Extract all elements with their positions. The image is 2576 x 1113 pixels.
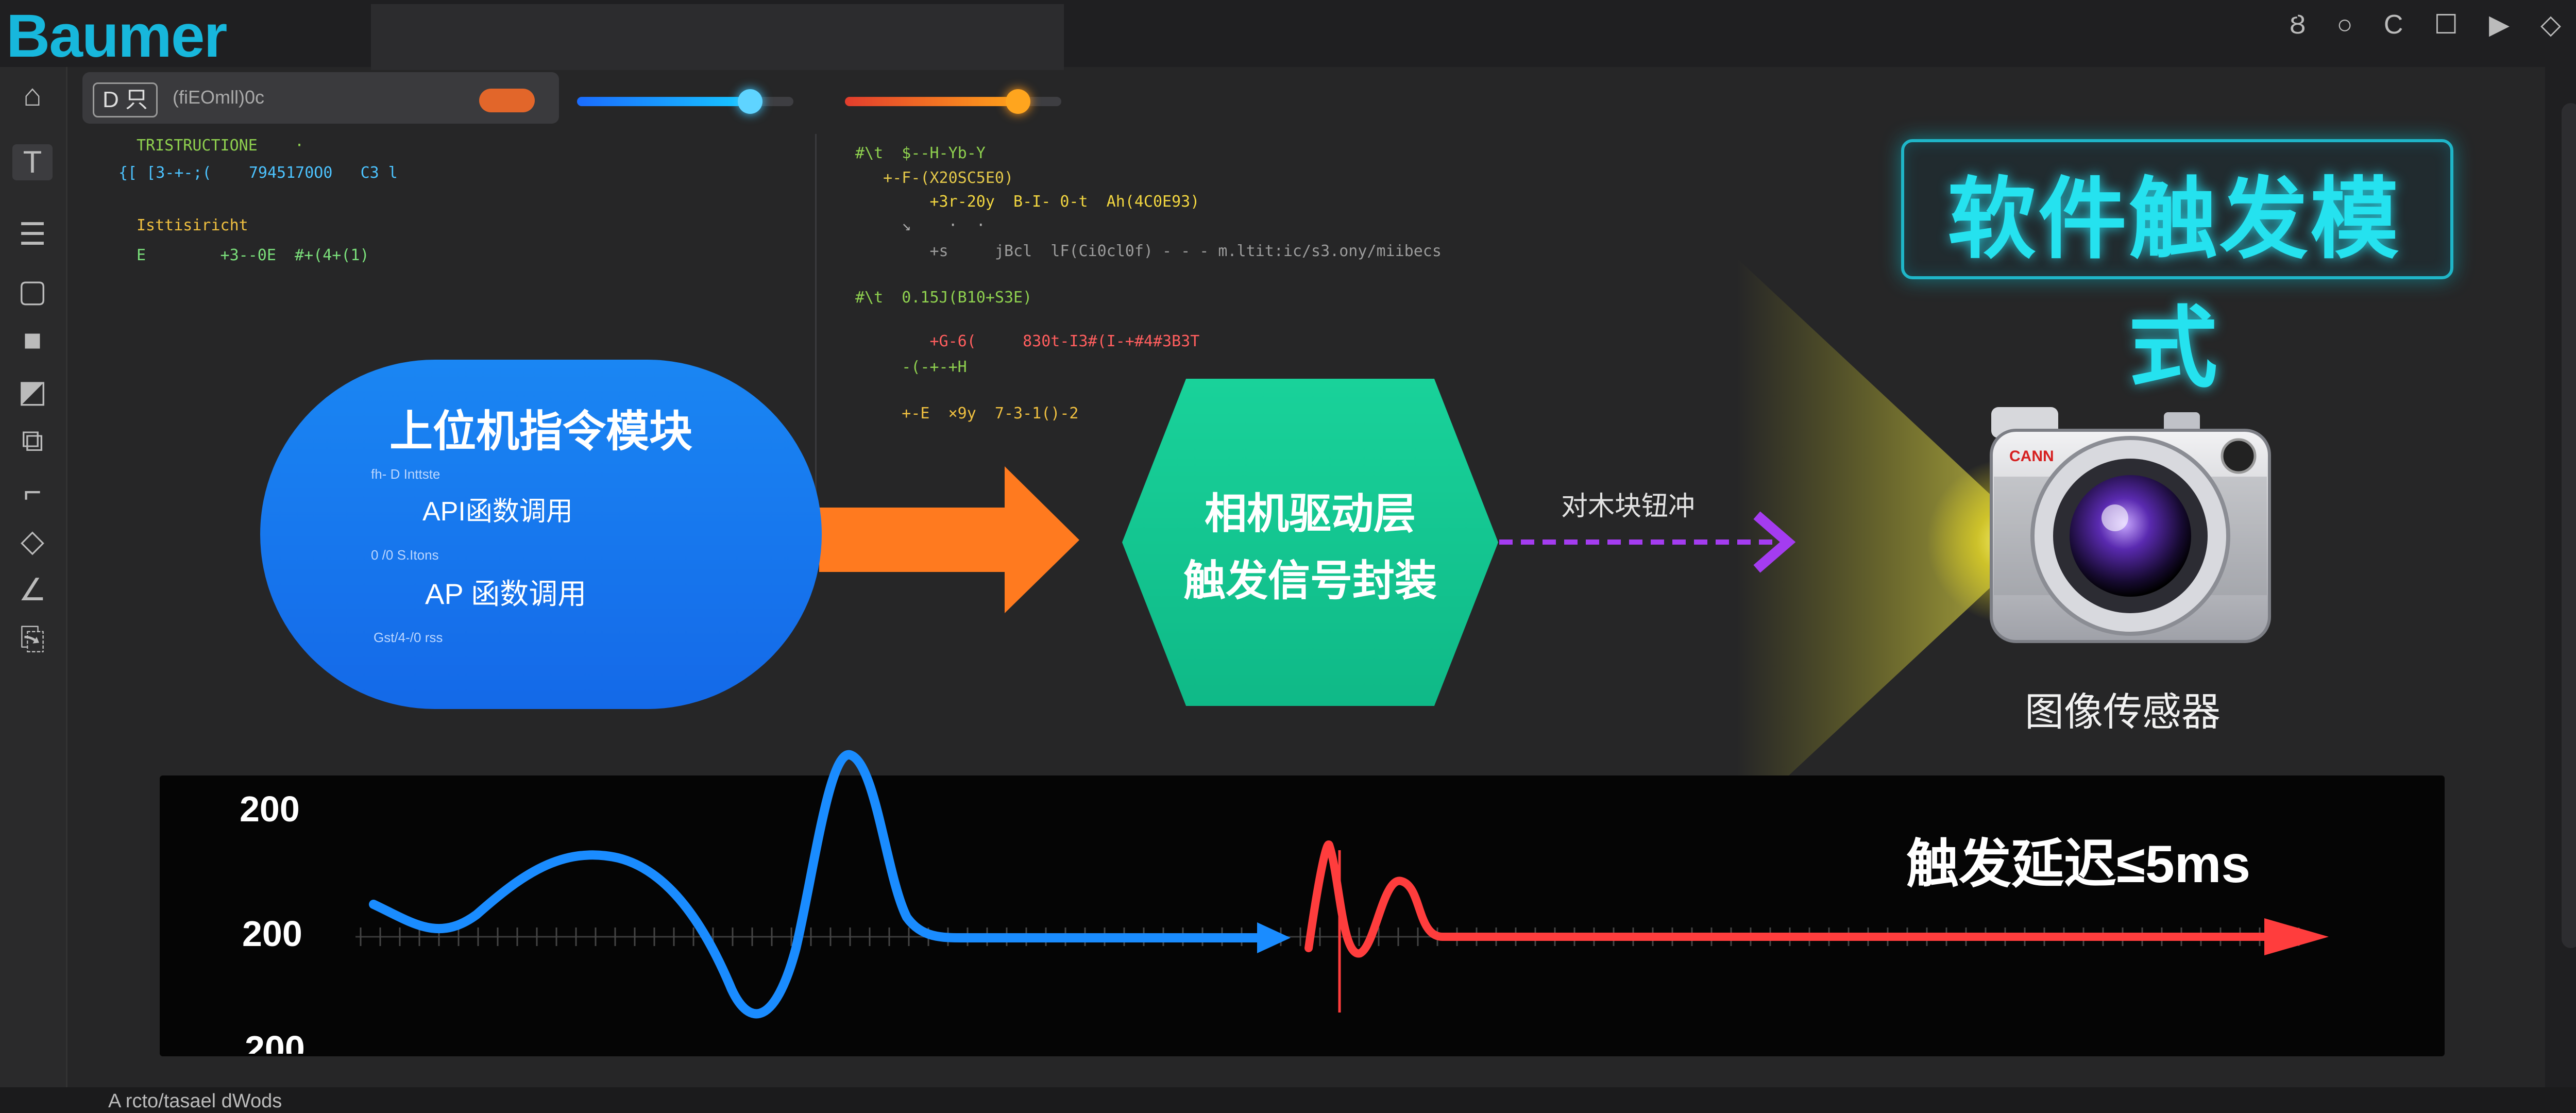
mode-label: (fiEOmll)0c — [173, 87, 264, 108]
code-line: #\t 0.15J(B10+S3E) — [855, 289, 1032, 307]
post-trigger-wave — [1304, 840, 2271, 958]
host-module-line: AP 函数调用 — [425, 578, 587, 610]
left-toolbar: ⌂ T ☰ ▢ ■ ◩ ⧉ ⌐ ◇ ∠ ⎘ — [0, 67, 67, 1113]
orange-slider-knob[interactable] — [1006, 89, 1030, 114]
filled-square-icon[interactable]: ■ — [23, 323, 42, 357]
layout-icon[interactable]: Ȣ — [2289, 10, 2306, 40]
status-bar — [0, 1087, 2576, 1113]
top-strip — [371, 4, 1064, 70]
code-line: #\t $--H-Yb-Y — [855, 144, 986, 162]
home-icon[interactable]: ⌂ — [23, 78, 42, 112]
host-module-caption: fh- D Inttste — [371, 466, 440, 482]
refresh-icon[interactable]: C — [2383, 10, 2403, 40]
status-text: A rcto/tasael dWods — [108, 1090, 282, 1112]
code-line: +-F-(X20SC5E0) — [855, 169, 1014, 187]
blue-slider[interactable] — [577, 89, 793, 114]
window-controls: Ȣ ○ C ☐ ▶ ◇ — [2290, 9, 2561, 40]
shield-icon[interactable]: ◇ — [2540, 10, 2561, 40]
camera-badge: CANN — [2009, 448, 2054, 465]
export-icon[interactable]: ⎘ — [20, 621, 45, 656]
pre-trigger-wave — [369, 750, 1262, 1019]
camera-icon: CANN — [1990, 407, 2271, 643]
code-line: E +3--0E #+(4+(1) — [137, 246, 369, 264]
driver-layer-subtitle: 触发信号封装 — [1183, 558, 1437, 604]
page-title: 软件触发模式 — [1947, 170, 2401, 398]
camera-driver-layer — [1122, 379, 1498, 706]
arrow-orange — [819, 466, 1079, 613]
play-icon[interactable]: ▶ — [2489, 10, 2510, 40]
code-line: ↘ · · — [855, 216, 986, 234]
code-line: TRISTRUCTIONE · — [137, 137, 304, 155]
layers-icon[interactable]: ⧉ — [21, 423, 44, 458]
text-tool-icon[interactable]: T — [12, 144, 53, 180]
host-module-title: 上位机指令模块 — [389, 407, 692, 456]
y-axis-label: 200 — [245, 1028, 305, 1054]
post-trigger-arrowhead — [2264, 918, 2329, 955]
blue-slider-fill — [577, 97, 750, 106]
arrow-purple-head — [1753, 511, 1796, 573]
toggle-pill[interactable] — [479, 89, 535, 112]
code-line: -(-+-+H — [855, 358, 967, 376]
waveform-panel — [160, 775, 2445, 1056]
host-command-module — [260, 360, 822, 709]
mode-button[interactable]: D 只 — [93, 82, 158, 117]
blue-slider-knob[interactable] — [738, 89, 762, 114]
vertical-scrollbar[interactable] — [2562, 103, 2576, 948]
circle-icon[interactable]: ○ — [2336, 10, 2353, 40]
latency-label: 触发延迟≤5ms — [1906, 835, 2251, 893]
diamond-icon[interactable]: ◇ — [20, 524, 45, 558]
orange-slider[interactable] — [845, 89, 1061, 114]
code-line: {[ [3-+-;( 7945170O0 C3 l — [118, 164, 398, 182]
line-icon[interactable]: ∠ — [19, 572, 46, 607]
driver-layer-title: 相机驱动层 — [1204, 491, 1416, 537]
light-beam — [1736, 258, 2040, 824]
title-badge — [1901, 139, 2453, 279]
y-axis-label: 200 — [240, 789, 300, 829]
host-module-caption: 0 /0 S.Itons — [371, 547, 439, 563]
host-module-line: API函数调用 — [422, 497, 573, 527]
brand-logo: Baumer — [6, 2, 227, 70]
shape-icon[interactable]: ◩ — [18, 374, 47, 409]
pre-trigger-arrowhead — [1257, 922, 1291, 953]
crop-icon[interactable]: ⌐ — [23, 475, 42, 509]
window-icon[interactable]: ☐ — [2434, 10, 2458, 40]
code-line: +s jBcl lF(Ci0cl0f) - - - m.ltit:ic/s3.o… — [855, 242, 1442, 260]
panel-divider — [815, 134, 817, 495]
list-icon[interactable]: ☰ — [19, 217, 46, 251]
code-line: +3r-20y B-I- 0-t Ah(4C0E93) — [855, 193, 1200, 211]
code-line: +-E ×9y 7-3-1()-2 — [855, 404, 1079, 423]
code-line: Isttisiricht — [137, 216, 248, 234]
rectangle-icon[interactable]: ▢ — [18, 274, 47, 308]
signal-annotation: 对木块钮冲 — [1561, 492, 1696, 521]
host-module-caption: Gst/4-/0 rss — [374, 630, 443, 645]
code-line: +G-6( 830t-I3#(I-+#4#3B3T — [855, 332, 1200, 350]
image-sensor-label: 图像传感器 — [2025, 690, 2221, 734]
y-axis-label: 200 — [242, 914, 302, 954]
orange-slider-fill — [845, 97, 1018, 106]
